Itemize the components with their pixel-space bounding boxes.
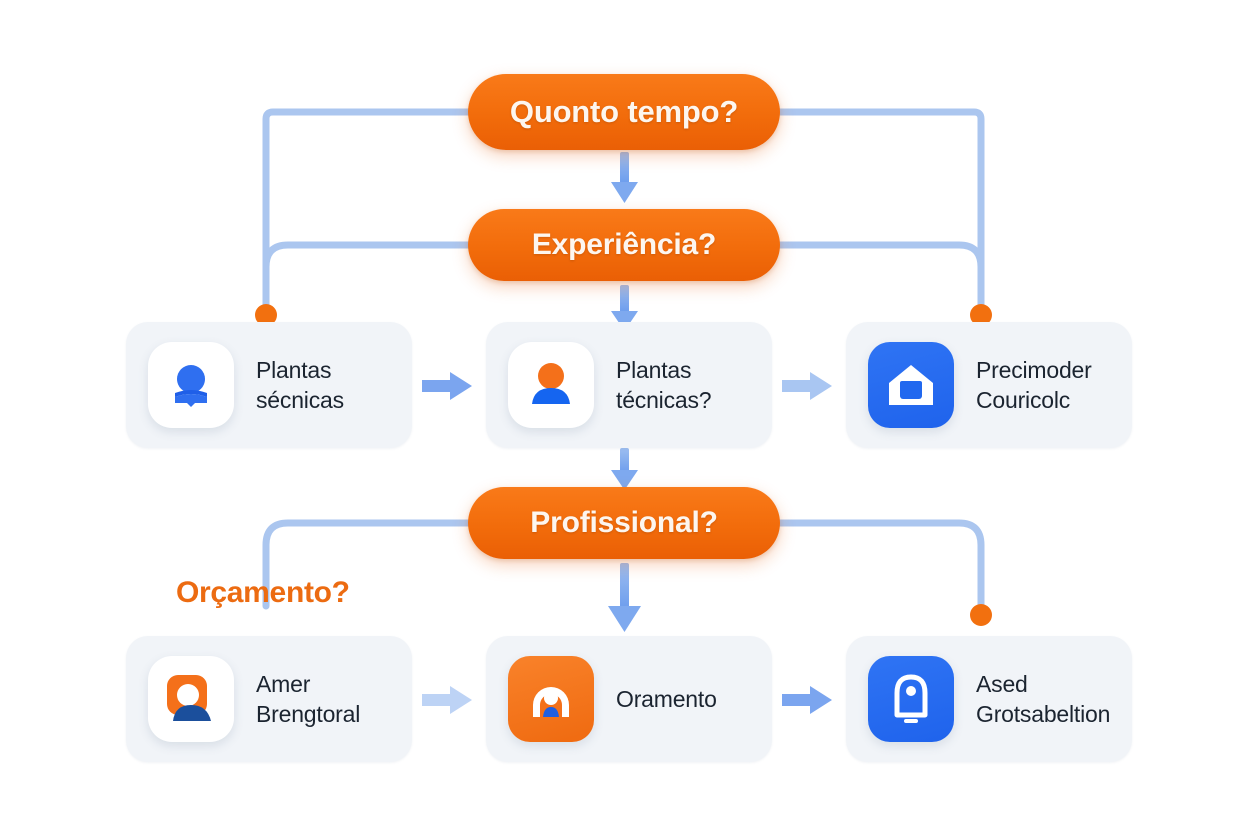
card-precimoder-couricolc[interactable]: Precimoder Couricolc bbox=[846, 322, 1132, 448]
card-line-2: Grotsabeltion bbox=[976, 701, 1111, 727]
card-ased-grotsabeltion-label: Ased Grotsabeltion bbox=[976, 669, 1110, 730]
arrow-pill2-to-cards-shaft bbox=[620, 285, 629, 313]
card-ased-grotsabeltion[interactable]: Ased Grotsabeltion bbox=[846, 636, 1132, 762]
card-line-2: Couricolc bbox=[976, 387, 1071, 413]
card-plantas-secnicas[interactable]: Plantas sécnicas bbox=[126, 322, 412, 448]
card-line-1: Precimoder bbox=[976, 356, 1092, 383]
arrow-pill1-to-pill2-shaft bbox=[620, 152, 629, 184]
label-orcamento: Orçamento? bbox=[176, 576, 350, 609]
pill-quanto-tempo-label: Quonto tempo? bbox=[509, 94, 739, 129]
arrow-r2-left-to-mid bbox=[422, 372, 472, 400]
card-oramento-label: Oramento bbox=[616, 684, 717, 714]
card-line-2: Brengtoral bbox=[256, 701, 361, 727]
card-amer-brengtoral[interactable]: Amer Brengtoral bbox=[126, 636, 412, 762]
wire-pill3-right bbox=[776, 519, 985, 610]
pill-experiencia-label: Experiência? bbox=[531, 228, 717, 261]
card-plantas-tecnicas[interactable]: Plantas técnicas? bbox=[486, 322, 772, 448]
arrow-pill3-to-bottom-head bbox=[608, 606, 641, 632]
contact-person-icon bbox=[148, 656, 234, 742]
arrow-r3-mid-to-right bbox=[782, 686, 832, 714]
arrow-cards-to-pill3-shaft bbox=[620, 448, 629, 474]
user-avatar-icon bbox=[508, 342, 594, 428]
wire-pill2-left bbox=[262, 241, 472, 312]
pill-experiencia[interactable]: Experiência? bbox=[468, 209, 780, 281]
pill-profissional[interactable]: Profissional? bbox=[468, 487, 780, 559]
wire-pill1-right bbox=[776, 108, 985, 312]
house-icon bbox=[868, 342, 954, 428]
bell-person-icon bbox=[148, 342, 234, 428]
card-line-2: sécnicas bbox=[256, 387, 344, 413]
arrow-r2-mid-to-right bbox=[782, 372, 832, 400]
card-line-1: Amer bbox=[256, 670, 311, 697]
card-oramento[interactable]: Oramento bbox=[486, 636, 772, 762]
card-line-2: técnicas? bbox=[616, 387, 712, 413]
support-agent-icon bbox=[508, 656, 594, 742]
card-line-1: Ased bbox=[976, 670, 1028, 697]
card-line-1: Plantas bbox=[616, 356, 692, 383]
bell-tag-icon bbox=[868, 656, 954, 742]
card-plantas-secnicas-label: Plantas sécnicas bbox=[256, 355, 344, 416]
card-plantas-tecnicas-label: Plantas técnicas? bbox=[616, 355, 712, 416]
arrow-pill3-to-bottom-shaft bbox=[620, 563, 629, 611]
wire-pill1-left bbox=[262, 108, 472, 312]
card-line-1: Oramento bbox=[616, 685, 717, 712]
wire-pill2-right bbox=[776, 241, 985, 312]
pill-profissional-label: Profissional? bbox=[530, 506, 718, 539]
arrow-r3-left-to-mid bbox=[422, 686, 472, 714]
card-line-1: Plantas bbox=[256, 356, 332, 383]
pill-quanto-tempo[interactable]: Quonto tempo? bbox=[468, 74, 780, 150]
arrow-pill1-to-pill2-head bbox=[611, 182, 638, 203]
card-precimoder-couricolc-label: Precimoder Couricolc bbox=[976, 355, 1092, 416]
card-amer-brengtoral-label: Amer Brengtoral bbox=[256, 669, 360, 730]
endpoint-dot-right-bottom bbox=[970, 604, 992, 626]
